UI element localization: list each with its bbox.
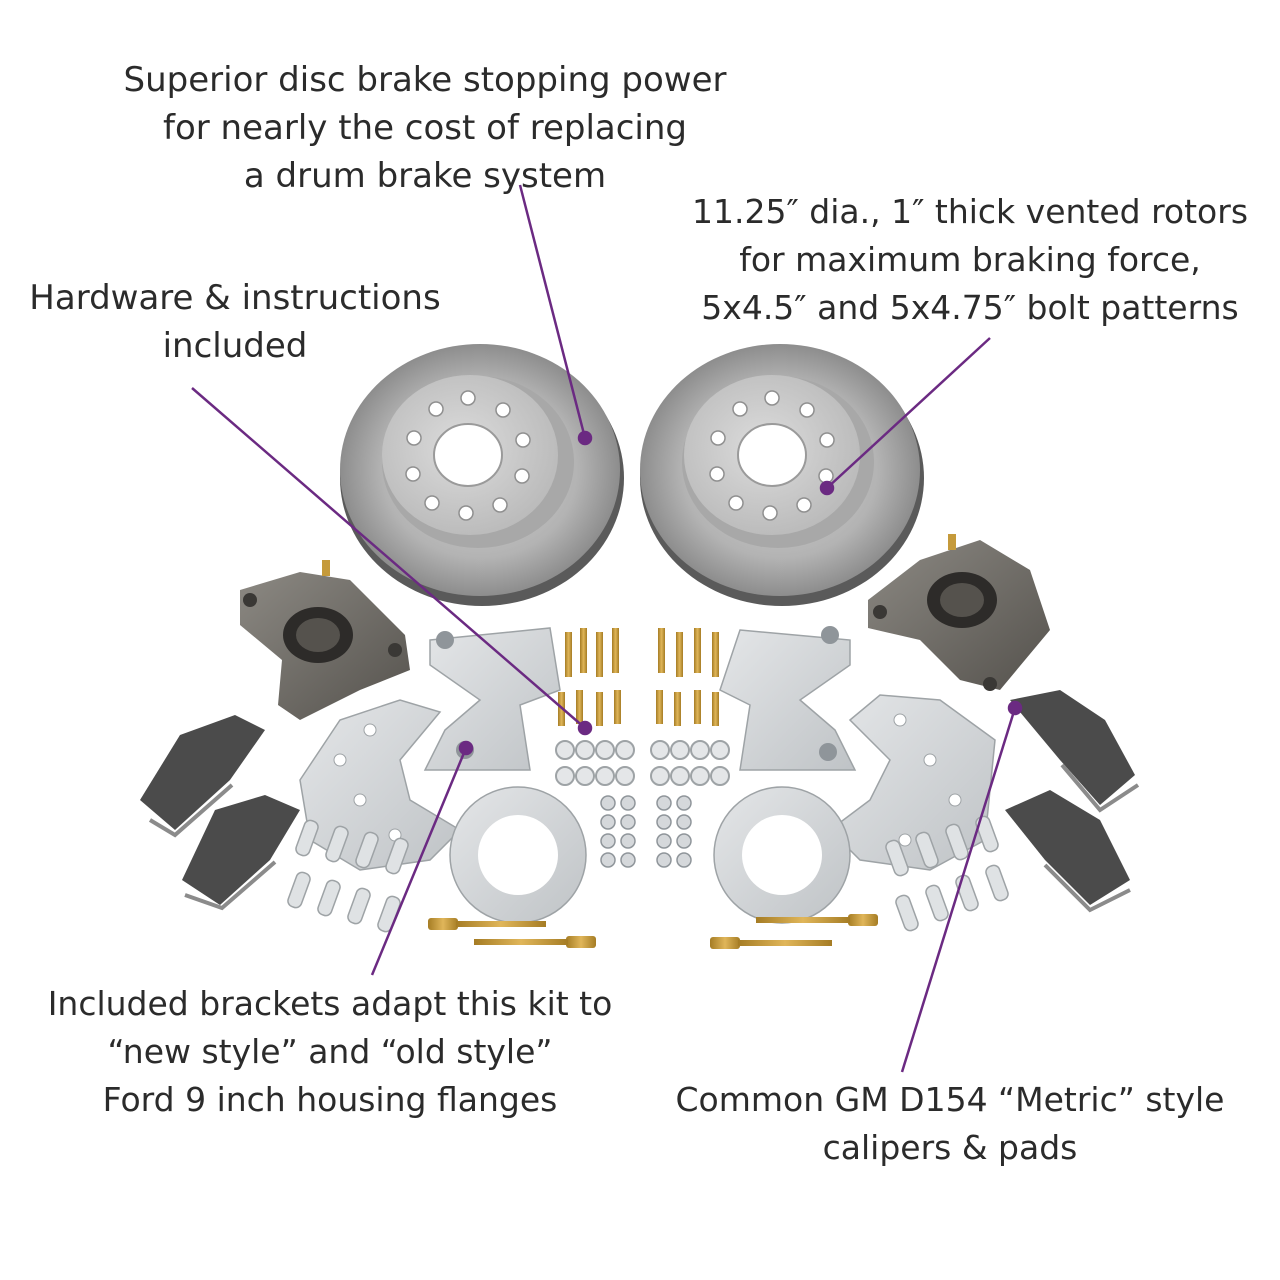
- callout-line: Common GM D154 “Metric” style: [675, 1080, 1225, 1119]
- pad-icon: [1005, 690, 1140, 913]
- leader-dot: [819, 480, 835, 496]
- callout-disc-brake-power: Superior disc brake stopping power for n…: [100, 56, 750, 200]
- leader-dot: [458, 740, 474, 756]
- spacer-ring-icon: [449, 786, 851, 924]
- callout-line: included: [162, 326, 308, 366]
- leader-line-disc-brake: [518, 184, 587, 439]
- leader-dot: [577, 720, 593, 736]
- leader-line-rotors: [826, 337, 991, 489]
- callout-line: “new style” and “old style”: [107, 1032, 553, 1071]
- callout-line: calipers & pads: [822, 1128, 1078, 1167]
- rotor-left-icon: [340, 344, 624, 606]
- leader-line-brackets: [370, 747, 468, 976]
- washer-icon: [555, 740, 730, 786]
- leader-line-hardware: [191, 387, 586, 729]
- callout-rotors: 11.25″ dia., 1″ thick vented rotors for …: [660, 188, 1280, 332]
- rotor-right-icon: [640, 344, 924, 606]
- caliper-left-icon: [240, 560, 410, 720]
- pad-icon: [140, 715, 300, 911]
- callout-line: a drum brake system: [243, 156, 607, 196]
- leader-dot: [577, 430, 593, 446]
- callout-hardware: Hardware & instructions included: [10, 274, 460, 370]
- callout-line: 11.25″ dia., 1″ thick vented rotors: [691, 192, 1249, 231]
- callout-line: Hardware & instructions: [29, 278, 441, 318]
- callout-brackets: Included brackets adapt this kit to “new…: [20, 980, 640, 1124]
- caliper-right-icon: [868, 534, 1050, 691]
- callout-line: Included brackets adapt this kit to: [47, 984, 613, 1023]
- clip-icon: [287, 815, 1009, 933]
- leader-lines: [191, 184, 1023, 1073]
- slide-pin-icon: [428, 914, 878, 949]
- callout-line: for nearly the cost of replacing: [162, 108, 688, 148]
- callout-calipers: Common GM D154 “Metric” style calipers &…: [650, 1076, 1250, 1172]
- callout-line: Superior disc brake stopping power: [123, 60, 727, 100]
- bolt-icon: [558, 628, 719, 726]
- leader-dot: [1007, 700, 1023, 716]
- nut-icon: [600, 795, 692, 868]
- callout-line: 5x4.5″ and 5x4.75″ bolt patterns: [701, 288, 1239, 327]
- leader-line-calipers: [900, 707, 1017, 1073]
- callout-line: for maximum braking force,: [739, 240, 1201, 279]
- callout-line: Ford 9 inch housing flanges: [102, 1080, 558, 1119]
